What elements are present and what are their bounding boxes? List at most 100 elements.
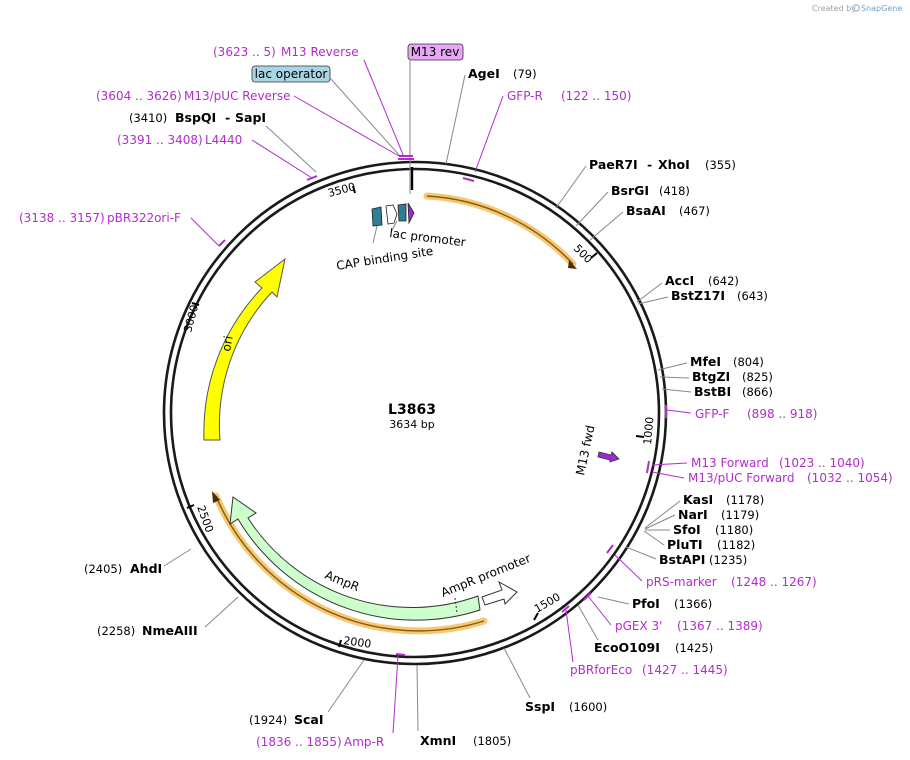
- enzyme-leader: [204, 596, 239, 628]
- enzyme-name: AhdI: [130, 561, 162, 576]
- primer-name: GFP-R: [507, 89, 543, 103]
- enzyme-name: PaeR7I: [589, 157, 638, 172]
- m13-fwd-arrow: [597, 451, 620, 463]
- primer-range: (3138 .. 3157): [19, 211, 105, 225]
- enzyme-position: (355): [705, 158, 736, 172]
- enzyme-bstapi: BstAPI (1235): [625, 546, 747, 567]
- primer-name: pRS-marker: [646, 575, 717, 589]
- backbone-inner-strand: [169, 167, 661, 659]
- tick-label-3000: 3000: [181, 303, 201, 333]
- enzyme-leader: [625, 546, 657, 560]
- orf-top-right-highlight: [423, 192, 577, 268]
- enzyme-leader: [575, 191, 609, 227]
- lac-promoter-leader: [390, 220, 398, 233]
- enzyme-leader: [659, 376, 690, 379]
- enzyme-bstbi: BstBI (866): [661, 384, 773, 399]
- primer-m13-puc-forward: M13/pUC Forward (1032 .. 1054): [651, 471, 893, 485]
- enzyme-position: (1235): [709, 553, 747, 567]
- enzyme-nari: NarI (1179): [644, 507, 759, 530]
- primer-range: (1032 .. 1054): [807, 471, 893, 485]
- orf-top-right-line: [426, 195, 574, 265]
- enzyme-bstz17i: BstZ17I (643): [637, 288, 768, 305]
- ampr-promoter-label: AmpR promoter: [439, 551, 533, 600]
- tick-mark-2500: [186, 504, 195, 509]
- orf-bottom: [212, 491, 488, 635]
- primer-prs-marker: pRS-marker (1248 .. 1267): [606, 544, 817, 589]
- enzyme-name: ScaI: [294, 712, 324, 727]
- plasmid-length: 3634 bp: [389, 418, 434, 431]
- enzyme-name: XmnI: [420, 733, 456, 748]
- primer-leader: [614, 554, 643, 582]
- tick-label-2000: 2000: [343, 634, 373, 651]
- enzyme-leader: [503, 647, 531, 699]
- enzyme-name: AgeI: [468, 66, 500, 81]
- orf-bottom-arrowhead: [212, 491, 220, 503]
- primer-range: (1367 .. 1389): [677, 619, 763, 633]
- primer-range: (3604 .. 3626): [96, 89, 182, 103]
- enzyme-name: PfoI: [632, 596, 660, 611]
- primer-leader: [651, 471, 685, 479]
- credit-created-by: Created by: [812, 4, 856, 13]
- primer-name: M13 Forward: [691, 456, 769, 470]
- snapgene-logo-icon: [852, 4, 860, 12]
- enzyme-sspi: SspI (1600): [503, 647, 607, 714]
- enzyme-position: (418): [659, 184, 690, 198]
- primer-range: (1427 .. 1445): [642, 663, 728, 677]
- lac-operator-tag-box: [251, 65, 331, 83]
- cap-binding-site-leader: [372, 225, 378, 244]
- enzyme-leader: [657, 362, 688, 371]
- tick-mark-2000: [338, 639, 342, 648]
- orf-bottom-line: [215, 495, 485, 632]
- enzyme-leader: [636, 282, 663, 303]
- primer-name: pBR322ori-F: [107, 211, 181, 225]
- enzyme-position: (1182): [717, 538, 755, 552]
- enzyme-xmni: XmnI (1805): [416, 664, 511, 748]
- enzyme-position: (1180): [715, 523, 753, 537]
- enzyme-name: KasI: [683, 492, 713, 507]
- primer-range: (1023 .. 1040): [779, 456, 865, 470]
- lac-operator-tag-label: lac operator: [255, 67, 328, 81]
- primer-gfp-f: GFP-F (898 .. 918): [665, 405, 817, 421]
- cap-binding-site-label: CAP binding site: [335, 244, 434, 273]
- primer-mark: [218, 239, 226, 247]
- primer-name: L4440: [205, 133, 242, 147]
- primer-l4440: (3391 .. 3408) L4440: [117, 133, 318, 181]
- enzyme-position: (642): [708, 274, 739, 288]
- ori-arrow: [203, 257, 286, 441]
- enzyme-position: (3410): [129, 111, 167, 125]
- primer-mark: [395, 653, 406, 656]
- lac-promoter-arrow: [385, 204, 398, 225]
- m13-rev-box: [407, 43, 464, 61]
- m13-fwd-label: M13 fwd: [573, 424, 597, 477]
- primer-mark: [646, 460, 650, 474]
- primer-name: M13/pUC Reverse: [184, 89, 291, 103]
- primer-name: Amp-R: [344, 735, 384, 749]
- enzyme-name: BtgZI: [692, 369, 730, 384]
- enzyme-leader: [416, 664, 419, 732]
- enzyme-position: (1425): [675, 641, 713, 655]
- enzyme-leader: [644, 500, 681, 529]
- primer-leader: [651, 462, 688, 466]
- primer-name: M13 Reverse: [281, 45, 359, 59]
- primer-leader: [363, 59, 405, 158]
- cap-binding-site-box: [371, 206, 383, 227]
- enzyme-pfoi: PfoI (1366): [597, 596, 712, 611]
- primer-name: M13/pUC Forward: [688, 471, 795, 485]
- enzyme-position: (2405): [84, 562, 122, 576]
- primer-leader: [190, 217, 220, 247]
- primer-m13-forward: M13 Forward (1023 .. 1040): [646, 456, 865, 474]
- enzyme-name-2: XhoI: [658, 157, 690, 172]
- enzyme-bsaai: BsaAI (467): [589, 203, 710, 241]
- primer-leader: [565, 609, 574, 663]
- enzyme-name: PluTI: [667, 537, 703, 552]
- tick-mark-1000: [635, 435, 645, 438]
- enzyme-name: BsrGI: [611, 183, 649, 198]
- enzyme-bsrgi: BsrGI (418): [575, 183, 690, 227]
- enzyme-position: (1179): [721, 508, 759, 522]
- enzyme-name: BsaAI: [626, 203, 666, 218]
- enzyme-acci: AccI (642): [636, 273, 739, 303]
- ori-label: ori: [219, 335, 235, 353]
- primer-leader: [251, 139, 313, 179]
- primer-mark: [561, 605, 570, 613]
